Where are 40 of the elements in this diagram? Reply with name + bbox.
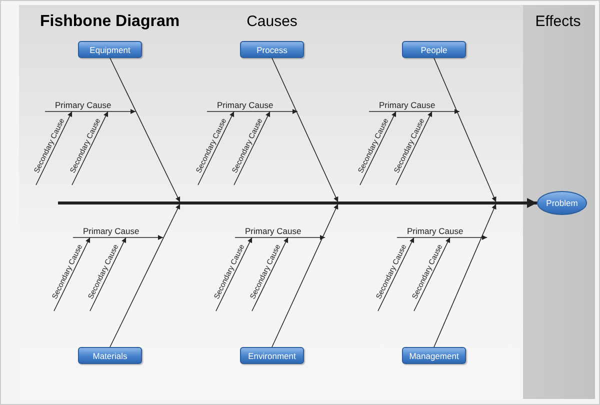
secondary-cause-arrow: [216, 237, 252, 312]
secondary-cause-arrow: [234, 111, 270, 186]
primary-cause-label: Primary Cause: [369, 100, 437, 111]
cause-arrow: [368, 109, 460, 114]
cause-arrow: [44, 109, 136, 114]
category-box: Environment: [240, 347, 304, 364]
section-heading: Effects: [535, 13, 581, 30]
primary-cause-label: Primary Cause: [397, 226, 465, 237]
secondary-cause-arrow: [252, 237, 288, 312]
category-box: Process: [240, 41, 304, 58]
secondary-cause-arrow: [36, 111, 72, 186]
category-box: People: [402, 41, 466, 58]
category-box: Management: [402, 347, 466, 364]
cause-arrow: [206, 109, 298, 114]
cause-arrow: [396, 235, 488, 240]
cause-arrow: [272, 58, 338, 202]
spine-arrow: [58, 198, 537, 208]
cause-arrow: [110, 58, 180, 202]
primary-cause-label: Primary Cause: [207, 100, 275, 111]
secondary-cause-arrow: [72, 111, 108, 186]
primary-cause-label: Primary Cause: [235, 226, 303, 237]
cause-arrow: [234, 235, 326, 240]
cause-arrow: [72, 235, 164, 240]
secondary-cause-arrow: [378, 237, 414, 312]
secondary-cause-arrow: [90, 237, 126, 312]
primary-cause-label: Primary Cause: [45, 100, 113, 111]
cause-arrow: [434, 204, 496, 348]
secondary-cause-arrow: [54, 237, 90, 312]
category-box: Materials: [78, 347, 142, 364]
secondary-cause-arrow: [396, 111, 432, 186]
cause-arrow: [434, 58, 496, 202]
cause-arrow: [272, 204, 338, 348]
category-box: Equipment: [78, 41, 142, 58]
primary-cause-label: Primary Cause: [73, 226, 141, 237]
secondary-cause-arrow: [198, 111, 234, 186]
cause-arrow: [110, 204, 180, 348]
section-heading: Causes: [246, 13, 298, 30]
diagram-title: Fishbone Diagram: [40, 13, 180, 31]
secondary-cause-arrow: [360, 111, 396, 186]
secondary-cause-arrow: [414, 237, 450, 312]
